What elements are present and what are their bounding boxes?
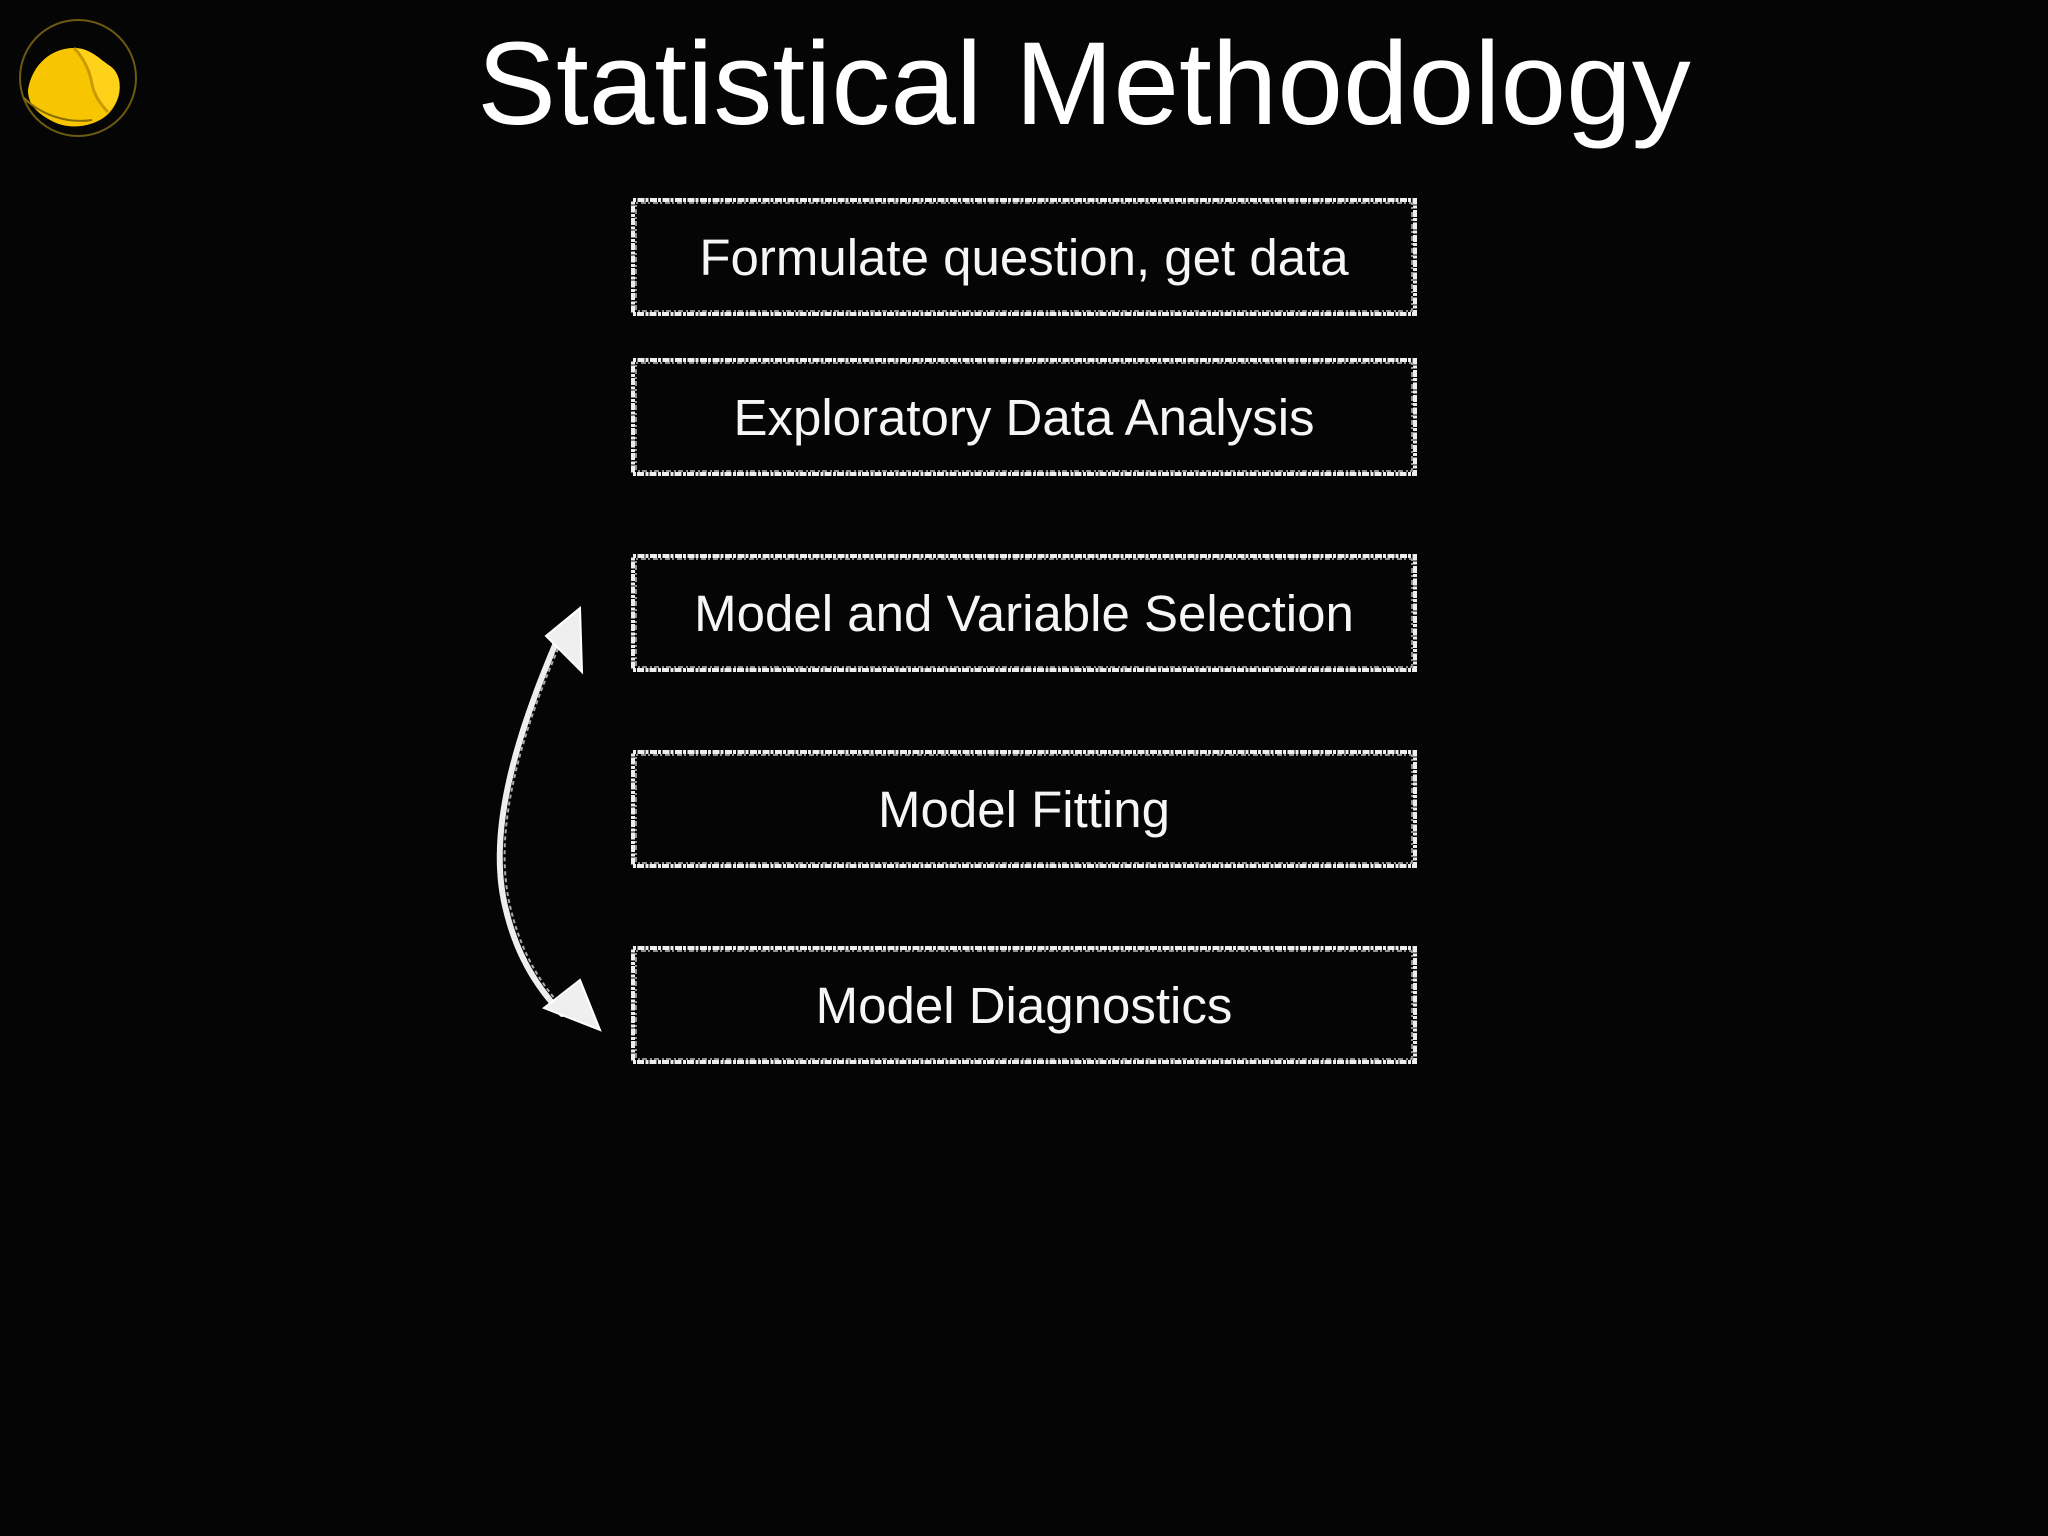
step-label: Formulate question, get data — [699, 228, 1349, 286]
step-model-variable-selection: Model and Variable Selection — [631, 554, 1417, 672]
step-model-diagnostics: Model Diagnostics — [631, 946, 1417, 1064]
step-frame — [631, 946, 1417, 1064]
step-formulate-question: Formulate question, get data — [631, 198, 1417, 316]
step-frame — [631, 198, 1417, 316]
step-frame — [631, 358, 1417, 476]
step-label: Exploratory Data Analysis — [733, 388, 1315, 446]
step-frame — [631, 554, 1417, 672]
step-label: Model and Variable Selection — [694, 584, 1354, 642]
slide-title: Statistical Methodology — [477, 18, 1691, 150]
step-model-fitting: Model Fitting — [631, 750, 1417, 868]
step-exploratory-data-analysis: Exploratory Data Analysis — [631, 358, 1417, 476]
step-label: Model Diagnostics — [815, 976, 1233, 1034]
step-frame — [631, 750, 1417, 868]
lemon-logo-icon — [19, 19, 137, 137]
double-headed-curved-arrow-icon — [496, 605, 602, 1032]
step-label: Model Fitting — [878, 780, 1170, 838]
